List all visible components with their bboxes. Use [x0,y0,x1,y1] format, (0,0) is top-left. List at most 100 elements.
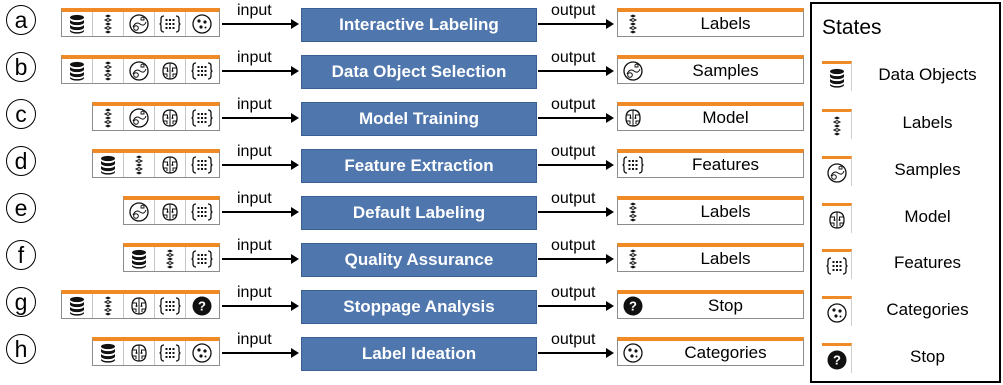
labels-icon [93,294,124,318]
model-icon [124,294,155,318]
row-letter: f [6,240,36,270]
database-icon [822,61,852,91]
features-icon [186,153,217,177]
input-label: input [237,190,272,207]
output-state: Features [617,149,804,178]
output-label: output [551,190,596,207]
categories-icon [618,342,648,364]
input-states: ? [61,290,220,319]
output-arrow [538,19,614,29]
output-label: output [551,237,596,254]
output-text: Categories [684,343,767,362]
state-stop: ? Stop [812,337,999,377]
svg-text:?: ? [833,352,841,367]
labels-icon [93,59,124,83]
output-label: output [551,143,596,160]
process-box: Data Object Selection [301,55,537,89]
input-states [92,149,220,178]
svg-text:?: ? [198,299,206,314]
labels-icon [618,248,648,270]
row-letter: h [6,334,36,364]
input-states [92,337,220,366]
output-text: Labels [700,249,751,268]
output-state: ? Stop [617,290,804,319]
state-features: Features [812,243,999,283]
input-label: input [237,284,272,301]
state-label: Samples [894,160,961,179]
row-letter: g [6,287,36,317]
categories-icon [186,12,217,36]
output-label: output [551,49,596,66]
state-labels: Labels [812,103,999,143]
output-arrow [538,254,614,264]
process-box: Interactive Labeling [301,8,537,42]
state-label: Model [904,207,951,226]
stop-icon: ? [822,343,852,373]
categories-icon [822,296,852,326]
labels-icon [618,13,648,35]
svg-text:?: ? [629,299,637,314]
database-icon [62,294,93,318]
input-states [123,196,220,225]
output-text: Labels [700,14,751,33]
output-arrow [538,113,614,123]
categories-icon [186,341,217,365]
database-icon [93,153,124,177]
samples-icon [618,60,648,82]
input-states [123,243,220,272]
input-arrow [222,301,299,311]
features-icon [186,59,217,83]
model-icon [618,107,648,129]
output-text: Model [702,108,749,127]
input-states [61,55,220,84]
output-arrow [538,66,614,76]
input-arrow [222,66,299,76]
output-label: output [551,96,596,113]
labels-icon [124,153,155,177]
output-state: Samples [617,55,804,84]
database-icon [62,59,93,83]
features-icon [618,154,648,176]
input-arrow [222,254,299,264]
process-box: Label Ideation [301,337,537,371]
model-icon [155,153,186,177]
model-icon [124,341,155,365]
input-label: input [237,237,272,254]
labels-icon [822,109,852,139]
input-label: input [237,2,272,19]
input-arrow [222,207,299,217]
row-letter: b [6,52,36,82]
states-title: States [822,16,882,39]
output-text: Samples [692,61,759,80]
process-box: Feature Extraction [301,149,537,183]
process-box: Quality Assurance [301,243,537,277]
output-arrow [538,348,614,358]
input-label: input [237,96,272,113]
process-box: Model Training [301,102,537,136]
database-icon [124,247,155,271]
state-label: Data Objects [878,65,977,84]
state-categories: Categories [812,290,999,330]
features-icon [186,106,217,130]
labels-icon [93,12,124,36]
input-states [92,102,220,131]
samples-icon [124,200,155,224]
state-label: Stop [910,347,945,366]
state-label: Features [893,253,962,272]
model-icon [155,200,186,224]
output-arrow [538,160,614,170]
input-arrow [222,19,299,29]
features-icon [155,294,186,318]
input-label: input [237,331,272,348]
output-text: Stop [708,296,743,315]
model-icon [155,59,186,83]
samples-icon [124,106,155,130]
samples-icon [124,59,155,83]
database-icon [93,341,124,365]
features-icon [186,247,217,271]
